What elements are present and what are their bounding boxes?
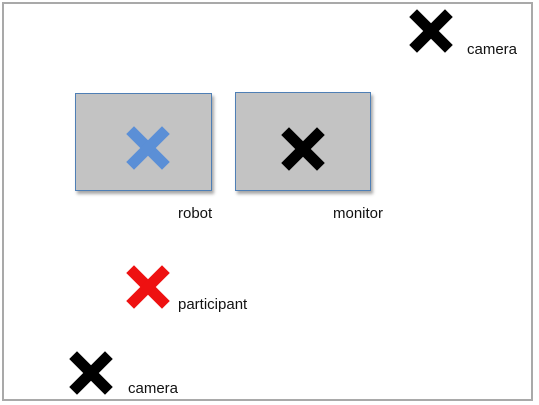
camera-bottom-cross-icon (69, 351, 113, 395)
participant-cross-icon (126, 265, 170, 309)
monitor-label: monitor (333, 205, 384, 222)
robot-label: robot (178, 205, 213, 222)
camera-top-cross-icon (409, 9, 453, 53)
monitor-cross-icon (281, 127, 325, 171)
camera-top-label: camera (467, 41, 518, 58)
room-outline (2, 2, 533, 401)
participant-label: participant (178, 296, 248, 313)
robot-cross-icon (126, 126, 170, 170)
camera-bottom-label: camera (128, 380, 179, 397)
